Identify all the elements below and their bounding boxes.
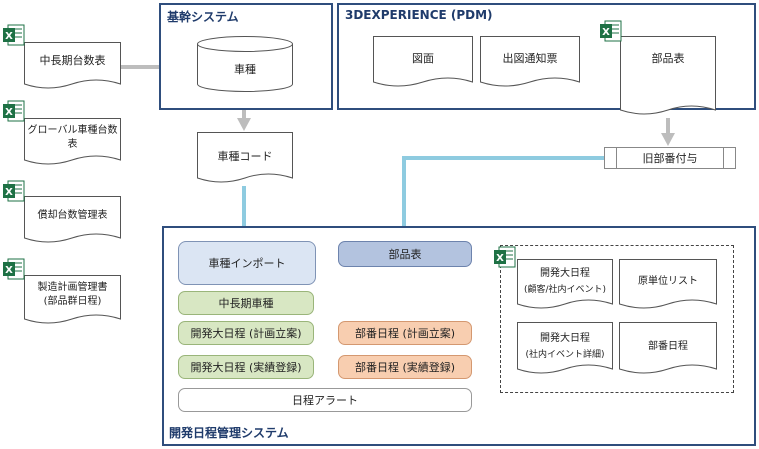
- doc-shutsuzu-tsuchi: 出図通知票: [480, 36, 580, 92]
- nittei-alert-label: 日程アラート: [292, 394, 358, 407]
- kikan-system-title: 基幹システム: [167, 10, 239, 24]
- excel-icon: X: [3, 24, 25, 46]
- shashu-import: 車種インポート: [178, 241, 316, 285]
- doc-label: 製造計画管理書: [37, 282, 108, 293]
- database-label: 車種: [234, 63, 256, 76]
- excel-icon: X: [3, 180, 25, 202]
- doc-label: 部品表: [651, 52, 685, 65]
- buhinhyo-module: 部品表: [338, 241, 472, 267]
- excel-icon: X: [600, 20, 622, 42]
- kaihatsu-system-title: 開発日程管理システム: [169, 426, 289, 440]
- nittei-alert: 日程アラート: [178, 388, 472, 412]
- doc-gentani-list: 原単位リスト: [619, 259, 717, 313]
- kyu-buban-fuyo: 旧部番付与: [604, 147, 736, 169]
- doc-label: 車種コード: [217, 150, 273, 163]
- doc-zumen: 図面: [373, 36, 473, 92]
- process-divider-left: [616, 147, 617, 169]
- doc-sub-label: (社内イベント詳細): [525, 350, 605, 360]
- process-divider-right: [723, 147, 724, 169]
- doc-label: グローバル車種台数表: [27, 125, 118, 150]
- arrow-buhinhyo-to-kyububan: [661, 118, 675, 146]
- kaihatsu-jisseki-label: 開発大日程 (実績登録): [190, 361, 302, 374]
- chuchoki-label: 中長期車種: [218, 297, 274, 310]
- pdm-system-title: 3DEXPERIENCE (PDM): [345, 8, 493, 22]
- svg-text:X: X: [5, 187, 13, 198]
- doc-kaihatsu-kokyaku: 開発大日程 (顧客/社内イベント): [517, 259, 613, 313]
- doc-label: 図面: [412, 52, 434, 65]
- doc-label: 開発大日程: [540, 268, 590, 279]
- doc-label: 部番日程: [648, 341, 688, 352]
- doc-label: 開発大日程: [540, 333, 590, 344]
- excel-icon: X: [494, 246, 516, 268]
- doc-buhinhyo-pdm: 部品表: [620, 36, 716, 120]
- doc-seizo-keikaku: 製造計画管理書 (部品群日程): [24, 275, 121, 327]
- kaihatsu-jisseki: 開発大日程 (実績登録): [178, 355, 314, 379]
- doc-global-shashu: グローバル車種台数表: [24, 118, 121, 168]
- excel-icon: X: [3, 258, 25, 280]
- doc-shokyaku-daisu: 償却台数管理表: [24, 196, 121, 246]
- kaihatsu-keikaku-label: 開発大日程 (計画立案): [190, 327, 302, 340]
- kyu-buban-label: 旧部番付与: [642, 152, 698, 165]
- doc-label: 償却台数管理表: [37, 210, 108, 221]
- buban-keikaku: 部番日程 (計画立案): [338, 321, 472, 345]
- doc-sub-label: (部品群日程): [43, 296, 102, 307]
- svg-text:X: X: [602, 27, 610, 38]
- doc-shashu-code: 車種コード: [197, 132, 293, 188]
- doc-sub-label: (顧客/社内イベント): [523, 285, 607, 295]
- doc-label: 原単位リスト: [638, 276, 698, 287]
- buban-jisseki-label: 部番日程 (実績登録): [354, 361, 456, 374]
- excel-icon: X: [3, 100, 25, 122]
- svg-text:X: X: [5, 265, 13, 276]
- shashu-database: 車種: [197, 36, 293, 92]
- doc-label: 中長期台数表: [39, 54, 106, 67]
- svg-text:X: X: [5, 107, 13, 118]
- shashu-import-label: 車種インポート: [208, 257, 286, 270]
- doc-kaihatsu-shanai: 開発大日程 (社内イベント詳細): [517, 322, 613, 378]
- svg-text:X: X: [496, 253, 504, 264]
- svg-text:X: X: [5, 31, 13, 42]
- buban-jisseki: 部番日程 (実績登録): [338, 355, 472, 379]
- doc-chuchoki-daisu: 中長期台数表: [24, 42, 121, 92]
- chuchoki-shashu: 中長期車種: [178, 291, 314, 315]
- buban-keikaku-label: 部番日程 (計画立案): [354, 327, 456, 340]
- buhinhyo-label: 部品表: [388, 248, 422, 261]
- doc-label: 出図通知票: [502, 52, 558, 65]
- doc-buban-nittei: 部番日程: [619, 322, 717, 378]
- kaihatsu-keikaku: 開発大日程 (計画立案): [178, 321, 314, 345]
